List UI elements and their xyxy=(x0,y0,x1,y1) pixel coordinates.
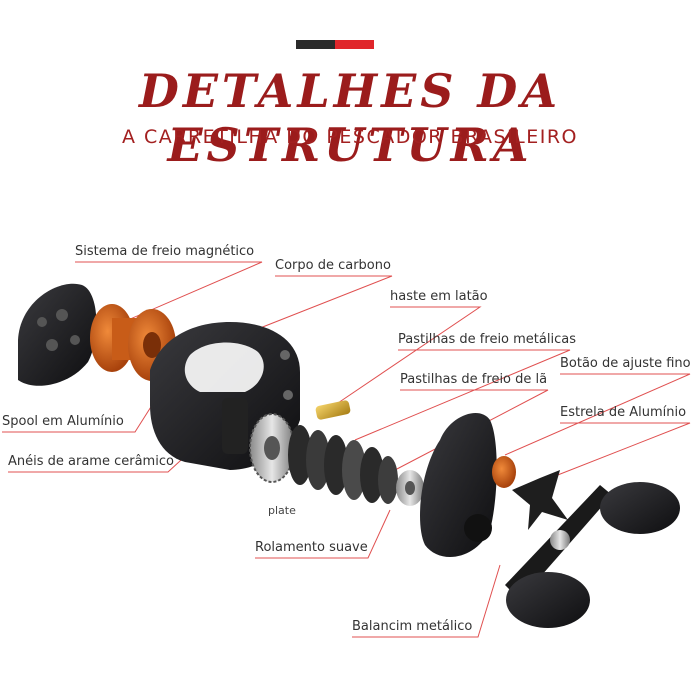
leader-estrela xyxy=(544,422,691,481)
label-estrela: Estrela de Alumínio xyxy=(560,405,687,420)
plate-text: plate xyxy=(268,504,296,517)
accent-bar-red xyxy=(335,40,374,49)
label-pastilhas-la: Pastilhas de freio de lã xyxy=(400,372,548,387)
label-botao-ajuste: Botão de ajuste fino xyxy=(560,356,691,371)
brass-pin-part xyxy=(315,400,351,420)
page-subtitle: A CARRETILHA DO PESCADOR BRASILEIRO xyxy=(121,126,579,148)
washers-part xyxy=(288,425,398,504)
label-pastilhas-metalicas: Pastilhas de freio metálicas xyxy=(398,332,576,347)
right-side-plate-part xyxy=(420,412,516,557)
leader-pastilhas-metalicas xyxy=(354,349,571,441)
leader-lines xyxy=(2,261,691,638)
leader-haste-latao xyxy=(334,306,482,406)
accent-bar xyxy=(296,40,374,49)
label-haste-latao: haste em latão xyxy=(390,289,488,304)
accent-bar-dark xyxy=(296,40,335,49)
bearing-part xyxy=(396,470,424,506)
label-balancim: Balancim metálico xyxy=(352,619,473,634)
star-drag-part xyxy=(512,470,568,530)
leader-corpo-carbono xyxy=(254,275,393,331)
handle-part xyxy=(505,482,680,628)
side-plate-part xyxy=(18,283,97,386)
leader-balancim xyxy=(352,564,501,638)
label-spool: Spool em Alumínio xyxy=(2,414,124,429)
label-rolamento: Rolamento suave xyxy=(255,540,368,555)
gear-part xyxy=(249,413,295,483)
leader-botao-ajuste xyxy=(504,373,691,456)
leader-rolamento xyxy=(255,509,391,559)
spool-part xyxy=(90,304,176,381)
label-freio-magnetico: Sistema de freio magnético xyxy=(75,244,255,259)
label-corpo-carbono: Corpo de carbono xyxy=(275,258,391,273)
page-title: DETALHES DA ESTRUTURA xyxy=(138,64,562,172)
leader-freio-magnetico xyxy=(69,261,263,346)
label-aneis: Anéis de arame cerâmico xyxy=(8,454,174,469)
